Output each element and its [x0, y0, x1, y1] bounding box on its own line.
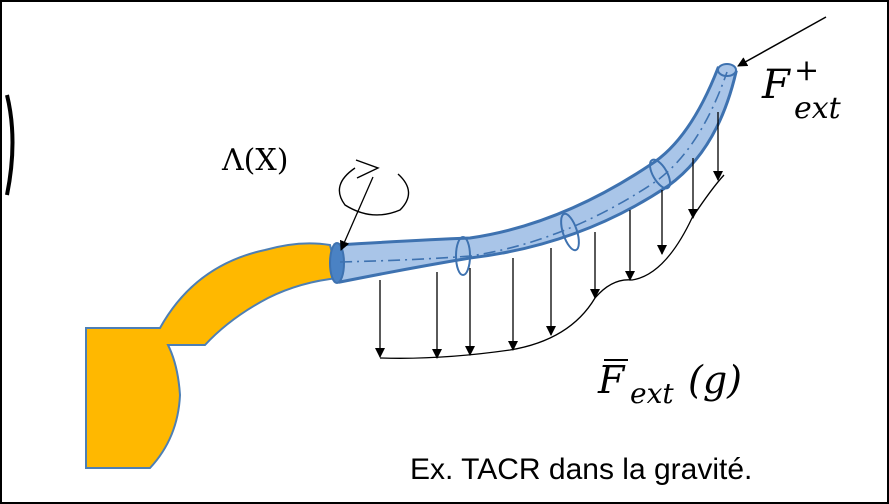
lambda-label: Λ(X) — [221, 143, 288, 178]
twist-pointer-arrow — [340, 176, 374, 251]
load-envelope — [379, 174, 725, 359]
section-3 — [648, 158, 672, 190]
f-ext-plus-superscript: + — [794, 53, 819, 88]
twist-rotation-arrow — [338, 167, 410, 216]
f-ext-plus-base: F — [761, 62, 791, 108]
tendon-tube — [333, 66, 738, 284]
f-ext-bar-label: F — [597, 358, 626, 402]
caption: Ex. TACR dans la gravité. — [410, 453, 752, 486]
left-brace — [5, 94, 15, 196]
f-ext-plus-subscript: ext — [794, 91, 842, 126]
tip-force-arrow — [737, 16, 827, 67]
section-tip — [717, 63, 737, 77]
distributed-load-arrows — [375, 112, 723, 359]
f-ext-bar-subscript: ext — [630, 377, 674, 410]
f-ext-bar-argument: (g) — [688, 358, 742, 402]
section-2 — [560, 212, 580, 252]
backbone-centerline — [339, 71, 728, 263]
robot-base — [85, 242, 340, 469]
f-ext-plus-label: F — [761, 62, 791, 108]
twist-arrowhead — [355, 159, 380, 179]
section-base — [329, 242, 345, 284]
